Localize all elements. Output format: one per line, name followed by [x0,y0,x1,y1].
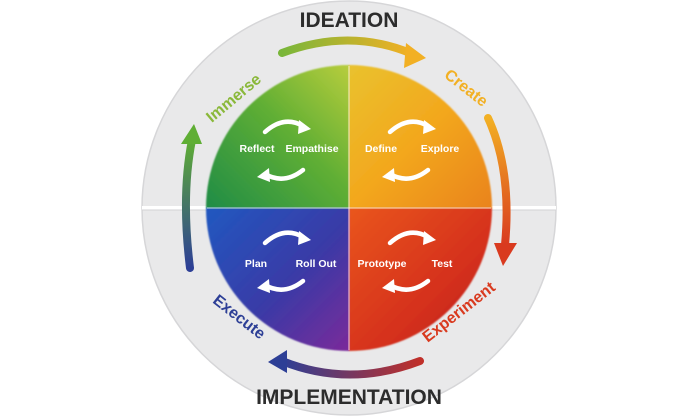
label-test: Test [432,258,453,270]
label-empathise: Empathise [285,143,338,155]
label-define: Define [365,143,397,155]
label-prototype: Prototype [357,258,406,270]
arrow-top-head [404,43,426,68]
quadrant-top-left [206,65,349,208]
arrow-bottom [278,357,424,379]
quadrant-bottom-left [206,208,349,351]
title-ideation: IDEATION [300,9,399,32]
quadrant-labels: Reflect Empathise Define Explore Plan Ro… [239,143,459,270]
quadrant-bottom-right [349,208,492,351]
arrow-right [484,114,511,249]
label-plan: Plan [245,258,267,270]
arrow-top [278,36,414,57]
cycle-arrows [181,36,511,379]
arrow-left [181,136,196,272]
label-reflect: Reflect [239,143,275,155]
title-implementation: IMPLEMENTATION [256,386,442,409]
arrow-right-head [494,243,517,266]
arrow-left-head [181,124,202,144]
inner-arrow-heads [257,120,436,293]
arrow-bottom-head [268,350,287,373]
label-roll-out: Roll Out [296,258,337,270]
quadrants [206,65,492,351]
label-explore: Explore [421,143,460,155]
quadrant-top-right [349,65,492,208]
